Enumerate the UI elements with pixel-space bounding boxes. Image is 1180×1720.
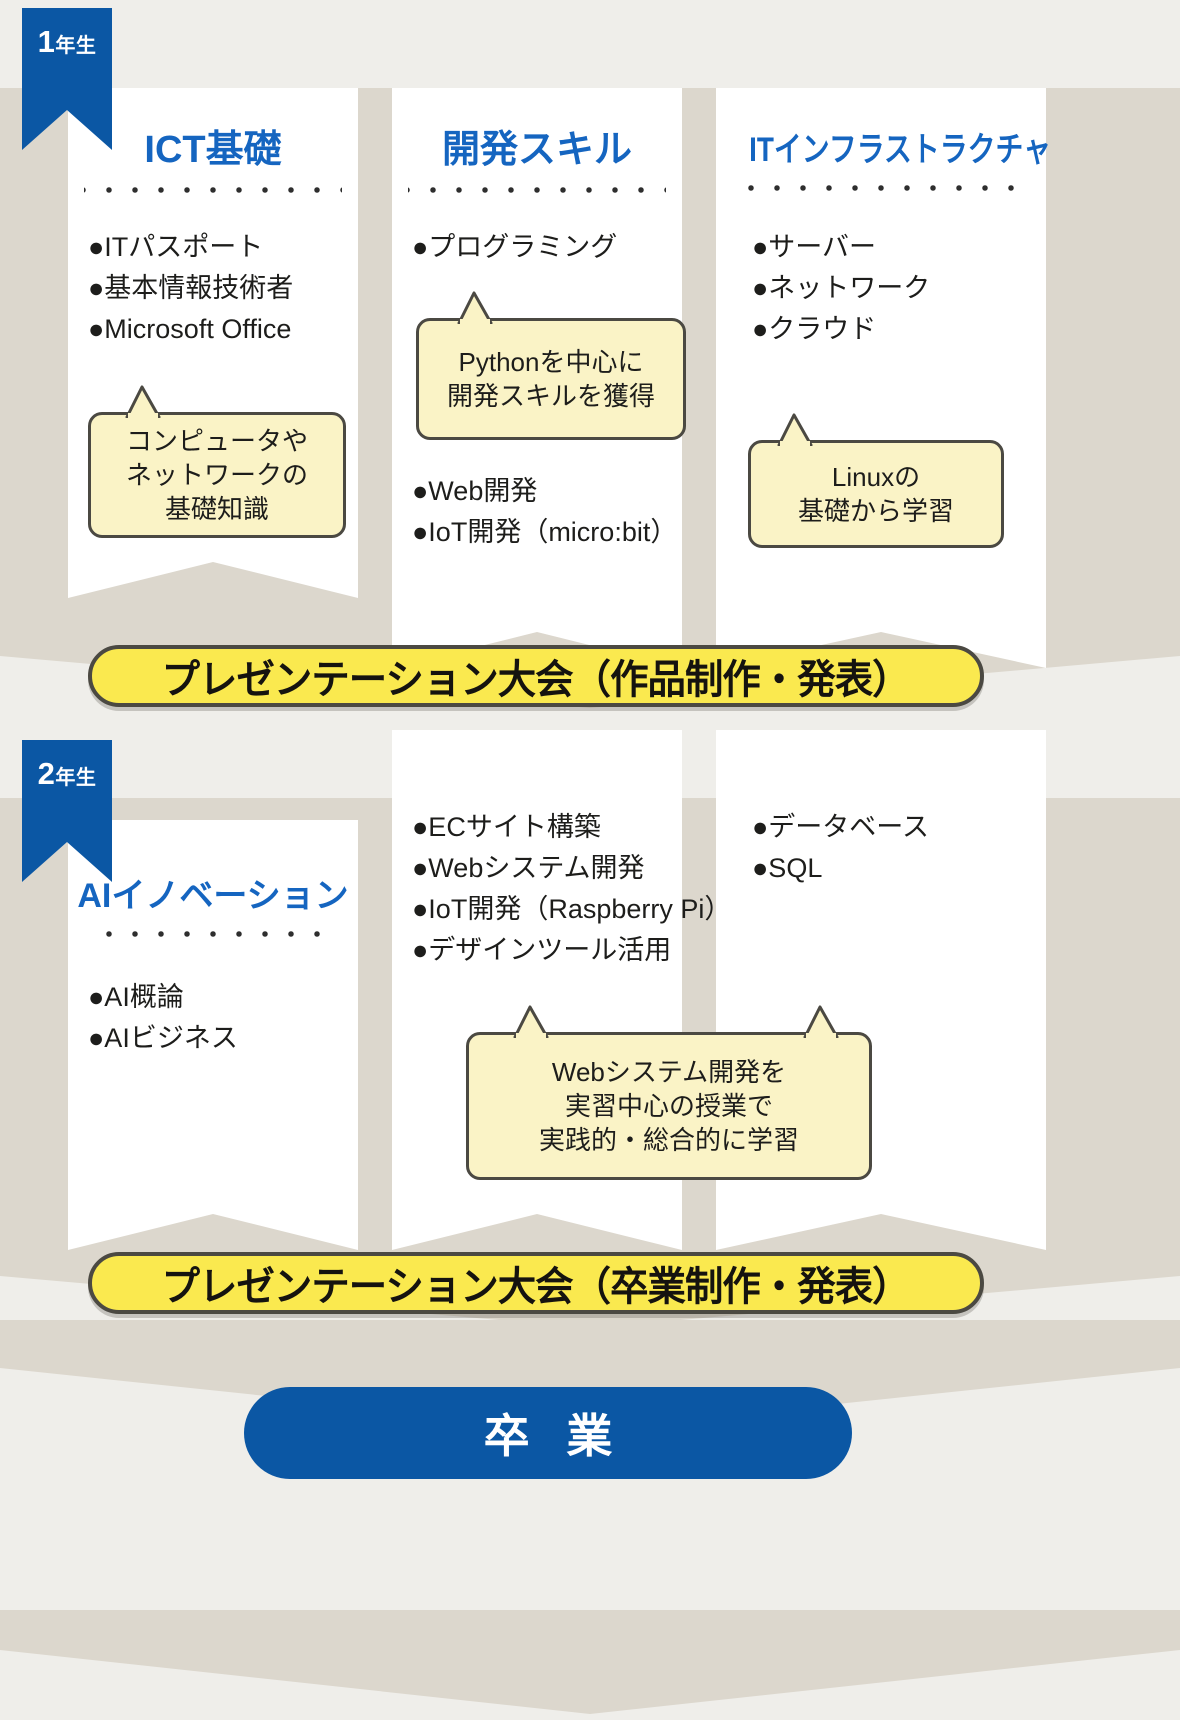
column-notch xyxy=(716,1200,1046,1250)
column-notch xyxy=(68,548,358,598)
callout-tail-icon xyxy=(453,291,493,324)
callout-tail-icon xyxy=(773,413,813,446)
list-item: ●サーバー xyxy=(752,232,877,262)
list-item: ●ECサイト構築 xyxy=(412,812,601,842)
callout-text: コンピュータや ネットワークの 基礎知識 xyxy=(125,425,308,525)
year1-banner-text: プレゼンテーション大会（作品制作・発表） xyxy=(161,658,911,702)
graduation-text: 卒 業 xyxy=(483,1410,625,1462)
callout-tail-icon xyxy=(121,385,161,418)
year1-col3-header: ITインフラストラクチャ xyxy=(716,122,1052,191)
year2-col1-header: AIイノベーション xyxy=(68,868,358,937)
list-item: ●AIビジネス xyxy=(88,1023,238,1054)
year1-col2-items-top: ●プログラミング xyxy=(412,228,712,269)
year1-col1-items: ●ITパスポート ●基本情報技術者 ●Microsoft Office xyxy=(88,228,388,351)
year1-col1-header: ICT基礎 xyxy=(68,118,358,193)
year1-col3-callout: Linuxの 基礎から学習 xyxy=(748,413,1004,548)
year-badge-1: 1年生 xyxy=(22,8,112,150)
year1-col1-title: ICT基礎 xyxy=(144,129,282,171)
list-item: ●Web開発 xyxy=(412,476,538,506)
list-item: ●基本情報技術者 xyxy=(88,273,294,304)
year2-col2-items: ●ECサイト構築 ●Webシステム開発 ●IoT開発（Raspberry Pi）… xyxy=(412,808,742,973)
dotted-divider-icon xyxy=(84,187,342,193)
column-notch xyxy=(392,618,682,668)
list-item: ●ITパスポート xyxy=(88,232,264,262)
list-item: ●Microsoft Office xyxy=(88,314,292,345)
list-item: ●IoT開発（Raspberry Pi） xyxy=(412,894,732,925)
year1-col2-header: 開発スキル xyxy=(392,118,682,193)
year2-column-1 xyxy=(68,820,358,1250)
list-item: ●AI概論 xyxy=(88,982,184,1012)
year1-col2-callout: Pythonを中心に 開発スキルを獲得 xyxy=(416,291,686,440)
list-item: ●クラウド xyxy=(752,314,877,345)
year-badge-1-tip xyxy=(22,110,112,150)
dotted-divider-icon xyxy=(747,185,1015,191)
year-badge-2-tip xyxy=(22,842,112,882)
dotted-divider-icon xyxy=(408,187,666,193)
year2-presentation-banner: プレゼンテーション大会（卒業制作・発表） xyxy=(88,1252,984,1314)
year2-banner-text: プレゼンテーション大会（卒業制作・発表） xyxy=(161,1265,911,1309)
year-badge-1-text: 1年生 xyxy=(37,24,97,59)
year2-col2-callout: Webシステム開発を 実習中心の授業で 実践的・総合的に学習 xyxy=(466,1005,872,1180)
graduation-button: 卒 業 xyxy=(244,1387,852,1479)
callout-tail-icon xyxy=(509,1005,549,1038)
callout-text: Pythonを中心に 開発スキルを獲得 xyxy=(446,346,655,411)
year1-col2-items-bottom: ●Web開発 ●IoT開発（micro:bit） xyxy=(412,472,732,554)
year1-col2-title: 開発スキル xyxy=(441,129,632,171)
year2-col1-title: AIイノベーション xyxy=(77,877,349,915)
year-badge-2-text: 2年生 xyxy=(37,756,97,791)
year2-col1-items: ●AI概論 ●AIビジネス xyxy=(88,978,388,1060)
list-item: ●IoT開発（micro:bit） xyxy=(412,517,678,548)
callout-text: Linuxの 基礎から学習 xyxy=(797,461,954,526)
list-item: ●ネットワーク xyxy=(752,273,931,304)
year1-col1-callout: コンピュータや ネットワークの 基礎知識 xyxy=(88,385,346,538)
list-item: ●データベース xyxy=(752,812,929,842)
year1-presentation-banner: プレゼンテーション大会（作品制作・発表） xyxy=(88,645,984,707)
callout-tail-icon-right xyxy=(799,1005,839,1038)
list-item: ●プログラミング xyxy=(412,232,618,262)
column-notch xyxy=(716,618,1046,668)
callout-text: Webシステム開発を 実習中心の授業で 実践的・総合的に学習 xyxy=(538,1056,799,1156)
column-notch xyxy=(68,1200,358,1250)
year1-col3-title: ITインフラストラクチャ xyxy=(749,131,1052,169)
background-chevron-lower xyxy=(0,1320,1180,1430)
year1-col3-items: ●サーバー ●ネットワーク ●クラウド xyxy=(752,228,1052,351)
list-item: ●デザインツール活用 xyxy=(412,935,672,966)
year-badge-2: 2年生 xyxy=(22,740,112,882)
column-notch xyxy=(392,1200,682,1250)
year2-col3-items: ●データベース ●SQL xyxy=(752,808,1052,890)
background-chevron-bottom xyxy=(0,1610,1180,1714)
list-item: ●SQL xyxy=(752,853,823,884)
dotted-divider-icon xyxy=(87,931,339,937)
list-item: ●Webシステム開発 xyxy=(412,853,645,884)
